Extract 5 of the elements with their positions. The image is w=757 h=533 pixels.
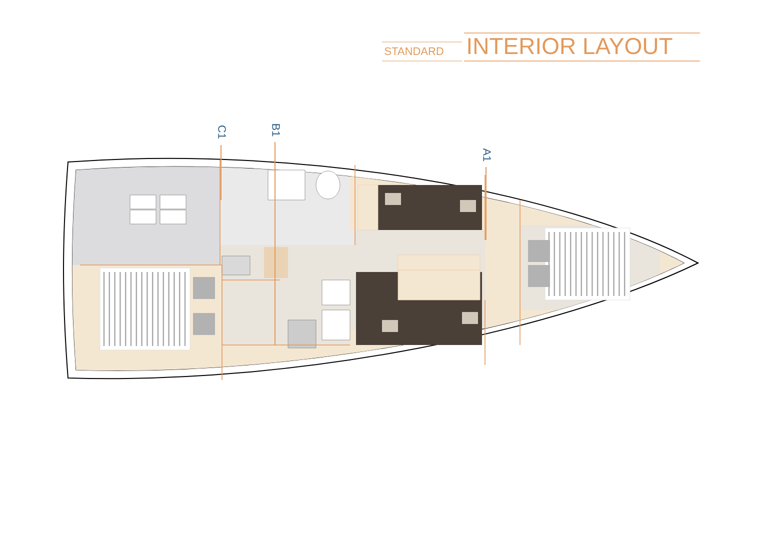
- subtitle: STANDARD: [384, 47, 444, 56]
- title: INTERIOR LAYOUT: [468, 38, 672, 54]
- section-label: C1: [218, 126, 226, 138]
- section-label: A1: [483, 148, 491, 162]
- section-label: B1: [272, 124, 280, 136]
